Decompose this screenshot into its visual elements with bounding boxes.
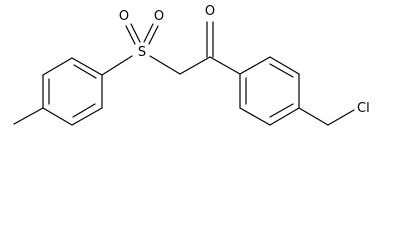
sulfonyl-oxygen-bonds <box>125 23 159 45</box>
carbonyl-ring-bond <box>209 56 241 75</box>
carbonyl-bond <box>206 21 214 58</box>
ring-sulfur-bond <box>101 55 133 76</box>
structure-diagram: O O O S Cl <box>13 4 370 126</box>
sulfonyl-oxygen-right-label: O <box>154 9 164 24</box>
methylene-carbonyl-bond <box>179 56 211 75</box>
sulfonyl-oxygen-left-label: O <box>119 9 129 24</box>
chlorine-label: Cl <box>357 101 370 116</box>
chloromethyl-bond <box>298 107 329 126</box>
chloromethyl-phenyl-ring <box>239 56 300 126</box>
carbon-chlorine-bond <box>327 109 355 126</box>
sulfur-label: S <box>138 45 146 60</box>
tolyl-ring <box>42 57 103 126</box>
methyl-bond <box>13 107 44 125</box>
carbonyl-oxygen-label: O <box>205 4 215 19</box>
sulfur-methylene-bond <box>149 55 181 75</box>
